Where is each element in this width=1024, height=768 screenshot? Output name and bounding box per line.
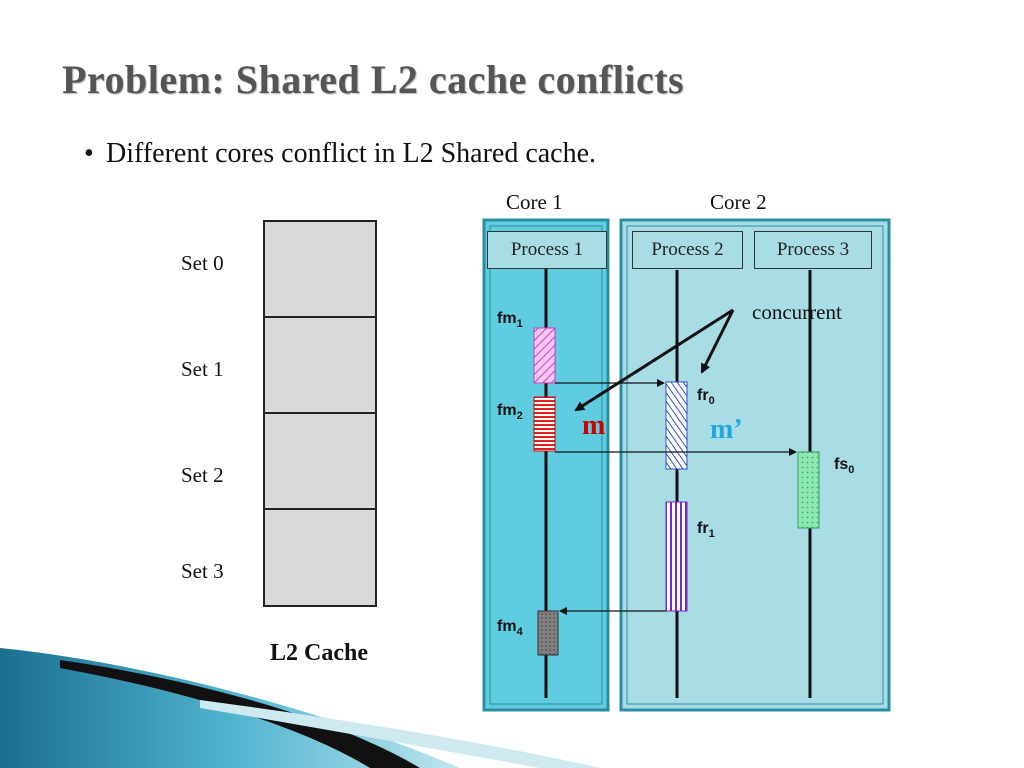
set-1-label: Set 1 (181, 357, 224, 381)
fr1-label-base: fr (697, 520, 709, 537)
fm1-label-sub: 1 (516, 318, 523, 331)
set-2-label: Set 2 (181, 463, 224, 487)
concurrent-arrow-to-m (574, 308, 734, 412)
fr1-label: fr1 (697, 520, 715, 540)
fs0-label: fs0 (834, 456, 854, 476)
cache-set-1 (263, 316, 377, 414)
fr1-label-sub: 1 (708, 528, 715, 541)
concurrent-label: concurrent (752, 300, 842, 324)
bullet-marker: • (84, 138, 94, 169)
set-0-label: Set 0 (181, 251, 224, 275)
fm4-label: fm4 (497, 618, 523, 638)
cache-set-2 (263, 412, 377, 510)
frame-fm4 (537, 610, 559, 656)
frame-fs0 (797, 451, 820, 529)
frame-fm2 (533, 396, 556, 452)
core-2-label: Core 2 (710, 190, 767, 214)
fs0-label-sub: 0 (848, 464, 855, 477)
frame-fm1 (533, 327, 556, 384)
process-1-box: Process 1 (487, 231, 607, 269)
frame-fr1 (665, 501, 688, 612)
fr0-label-sub: 0 (708, 395, 715, 408)
process-3-box: Process 3 (754, 231, 872, 269)
slide-title: Problem: Shared L2 cache conflicts (62, 57, 685, 102)
bullet-text: Different cores conflict in L2 Shared ca… (106, 138, 597, 169)
l2-cache-label: L2 Cache (270, 640, 368, 666)
fm2-label-sub: 2 (516, 410, 523, 423)
core-1-label: Core 1 (506, 190, 563, 214)
fm1-label: fm1 (497, 310, 523, 330)
cache-set-3 (263, 508, 377, 607)
fm2-label-base: fm (497, 402, 517, 419)
cache-set-0 (263, 220, 377, 318)
m-label: m (582, 410, 606, 441)
fm4-label-sub: 4 (516, 626, 523, 639)
fr0-label-base: fr (697, 387, 709, 404)
m-prime-label: m’ (710, 414, 743, 445)
bullet-point: • Different cores conflict in L2 Shared c… (84, 138, 596, 170)
fs0-label-base: fs (834, 456, 849, 473)
concurrent-arrow-to-fr0 (700, 309, 735, 374)
fm2-label: fm2 (497, 402, 523, 422)
fm1-label-base: fm (497, 310, 517, 327)
process-2-box: Process 2 (632, 231, 743, 269)
set-3-label: Set 3 (181, 559, 224, 583)
fm4-label-base: fm (497, 618, 517, 635)
fr0-label: fr0 (697, 387, 715, 407)
frame-fr0 (665, 381, 688, 470)
